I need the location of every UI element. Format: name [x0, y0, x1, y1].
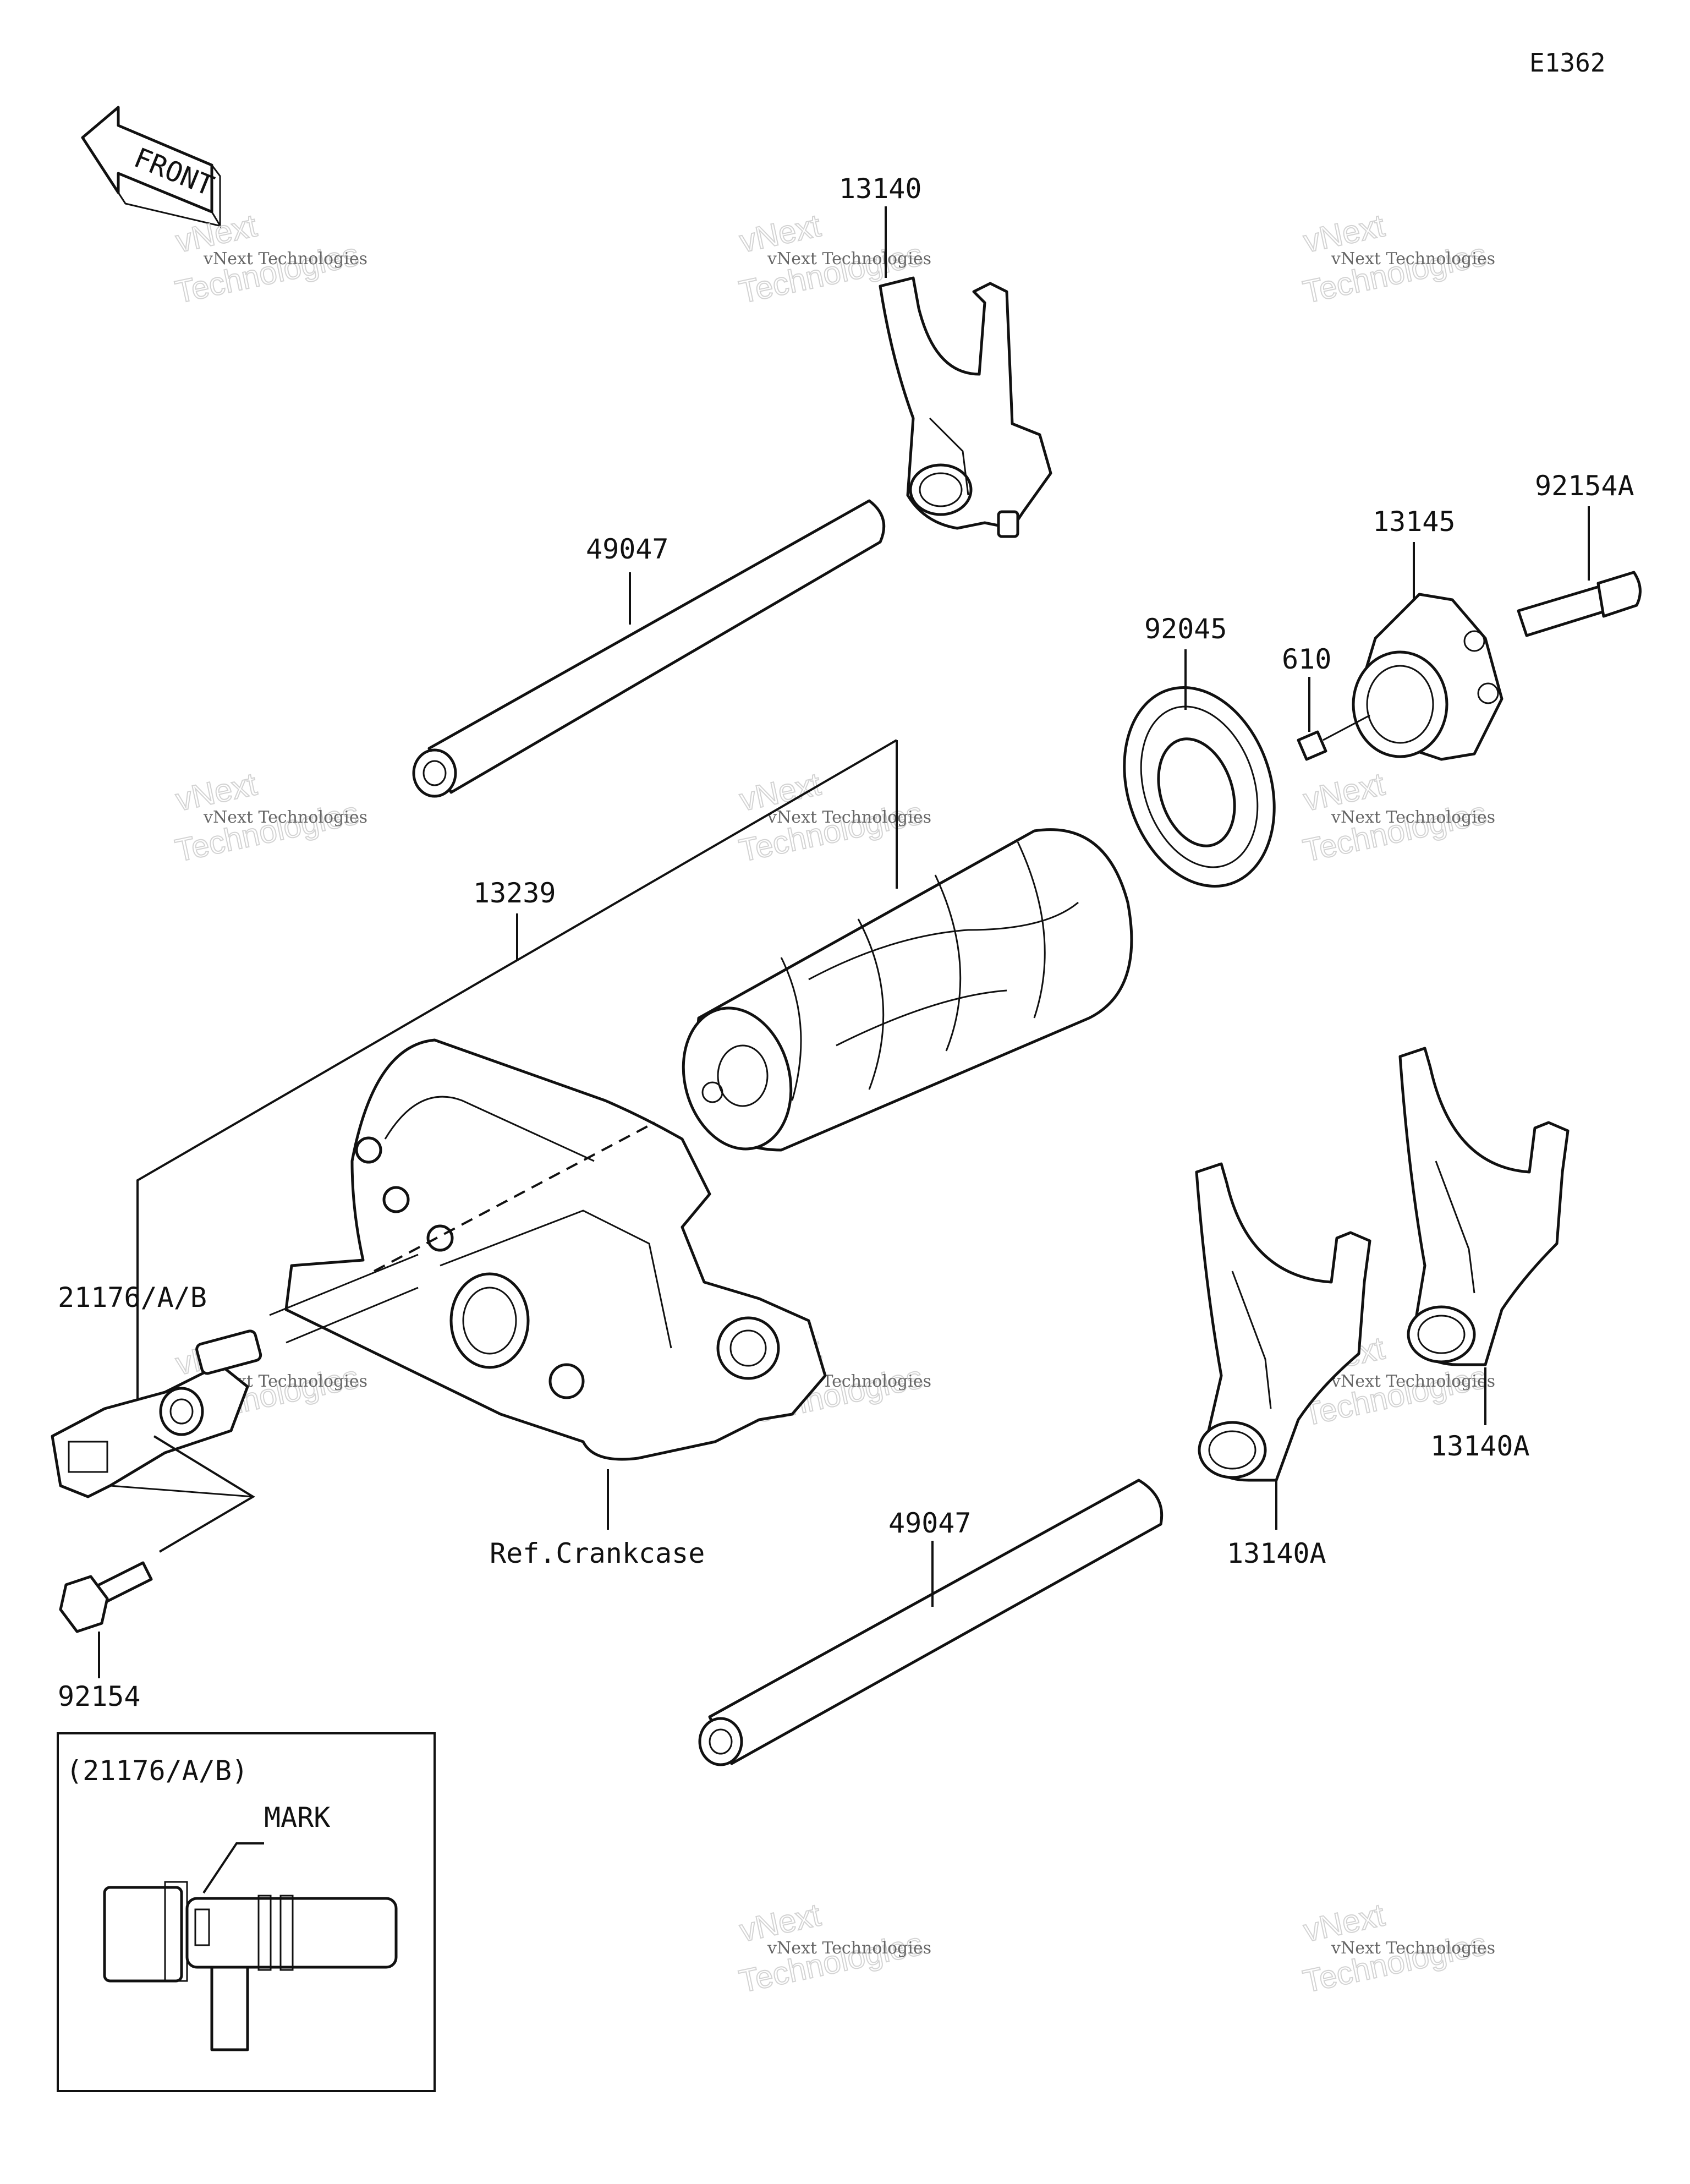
- watermark-text: vNext Technologies: [203, 249, 367, 269]
- label-92154A: 92154A: [1535, 470, 1634, 502]
- holder-13145: [1352, 593, 1504, 761]
- watermark-text: vNext Technologies: [767, 249, 931, 269]
- bolt-92154: [59, 1561, 153, 1633]
- label-92045: 92045: [1144, 613, 1227, 645]
- label-610: 610: [1282, 643, 1331, 675]
- sensor-21176: [51, 1329, 262, 1498]
- inset-box: (21176/A/B) MARK: [57, 1732, 436, 2092]
- label-49047-bottom: 49047: [888, 1507, 972, 1539]
- crankcase-ref: [269, 1038, 827, 1461]
- watermark-text: vNext Technologies: [1331, 1939, 1495, 1958]
- label-13239: 13239: [473, 877, 556, 909]
- label-13140A-right: 13140A: [1430, 1430, 1530, 1462]
- watermark-text: vNext Technologies: [1331, 249, 1495, 269]
- inset-mark-leader: [202, 1842, 264, 1894]
- watermark-text: vNext Technologies: [767, 808, 931, 827]
- bolt-92154A: [1517, 571, 1642, 637]
- label-49047-top: 49047: [586, 533, 669, 565]
- label-92154: 92154: [58, 1681, 141, 1712]
- inset-title: (21176/A/B): [66, 1755, 248, 1787]
- shift-drum: [682, 828, 1133, 1152]
- inset-mark-label: MARK: [264, 1802, 330, 1833]
- shift-rod-49047-bottom: [698, 1479, 1164, 1766]
- shift-fork-13140: [879, 276, 1052, 538]
- label-21176: 21176/A/B: [58, 1282, 207, 1313]
- pin-610: [1297, 714, 1370, 761]
- label-13140: 13140: [839, 173, 922, 205]
- watermark-text: vNext Technologies: [1331, 1372, 1495, 1391]
- label-13140A-mid: 13140A: [1227, 1537, 1326, 1569]
- leader-sensor-bolt: [153, 1435, 255, 1553]
- watermark-text: vNext Technologies: [1331, 808, 1495, 827]
- diagram-code: E1362: [1529, 48, 1605, 78]
- bearing-92045: [1123, 686, 1276, 888]
- shift-fork-13140A-right: [1398, 1047, 1570, 1366]
- label-ref-crankcase: Ref.Crankcase: [490, 1537, 705, 1569]
- shift-rod-49047-top: [412, 499, 886, 798]
- front-arrow-icon: FRONT: [81, 106, 221, 229]
- watermark-text: vNext Technologies: [767, 1939, 931, 1958]
- watermark-text: vNext Technologies: [203, 808, 367, 827]
- label-13145: 13145: [1373, 506, 1456, 538]
- inset-sensor: [103, 1881, 398, 2051]
- shift-fork-13140A-mid: [1195, 1162, 1371, 1482]
